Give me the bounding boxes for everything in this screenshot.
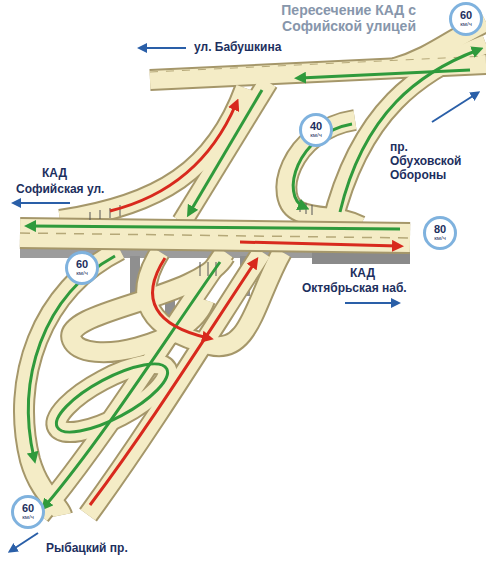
traffic-arrow	[110, 104, 236, 211]
speed-value: 60	[22, 503, 34, 514]
road-label: КАД	[348, 266, 377, 280]
direction-arrow	[142, 47, 186, 49]
traffic-arrow	[45, 262, 220, 506]
direction-arrow	[345, 302, 396, 304]
road-surface	[48, 351, 176, 445]
road-edge	[182, 82, 268, 222]
traffic-arrows	[29, 50, 478, 506]
speed-limit-sign: 60км/ч	[449, 2, 483, 36]
speed-value: 60	[76, 259, 88, 270]
road-label: пр. Обуховской Обороны	[388, 140, 482, 182]
traffic-arrow	[29, 256, 115, 458]
speed-unit: км/ч	[22, 514, 34, 521]
speed-unit: км/ч	[310, 132, 322, 139]
traffic-arrow	[240, 242, 398, 246]
hatch-lines	[90, 205, 120, 220]
traffic-arrow	[190, 90, 262, 212]
lane-divider	[20, 233, 410, 238]
traffic-arrow	[30, 226, 400, 229]
road-surface	[24, 250, 120, 515]
road-label: Софийская ул.	[14, 182, 106, 196]
speed-limit-sign: 60км/ч	[11, 495, 45, 529]
speed-value: 60	[460, 10, 472, 21]
traffic-arrow	[300, 70, 470, 78]
speed-value: 80	[434, 224, 446, 235]
speed-limit-sign: 40км/ч	[299, 113, 333, 147]
traffic-loop	[48, 351, 176, 445]
main-road-surface	[20, 233, 410, 238]
speed-unit: км/ч	[76, 270, 88, 277]
road-edges	[24, 22, 486, 515]
road-surface	[182, 82, 268, 222]
speed-value: 40	[310, 121, 322, 132]
speed-limit-sign: 80км/ч	[423, 216, 457, 250]
road-label: ул. Бабушкина	[192, 40, 283, 54]
direction-arrow	[432, 94, 476, 122]
road-label: КАД	[40, 166, 69, 180]
main-road-edge	[20, 233, 410, 238]
traffic-arrow	[340, 50, 478, 212]
direction-arrows	[12, 48, 476, 550]
direction-arrow	[16, 202, 70, 204]
speed-unit: км/ч	[434, 235, 446, 242]
road-surface	[146, 252, 282, 346]
diagram-title: Пересечение КАД с Софийской улицей	[226, 2, 416, 34]
hatching	[90, 200, 312, 276]
direction-arrow	[12, 533, 38, 550]
road-surfaces	[24, 22, 486, 515]
road-label: Рыбацкий пр.	[44, 541, 130, 555]
traffic-arrow	[90, 262, 255, 505]
speed-limit-sign: 60км/ч	[65, 251, 99, 285]
traffic-arrow	[153, 258, 208, 338]
road-label: Октябрьская наб.	[300, 281, 409, 295]
speed-unit: км/ч	[460, 21, 472, 28]
